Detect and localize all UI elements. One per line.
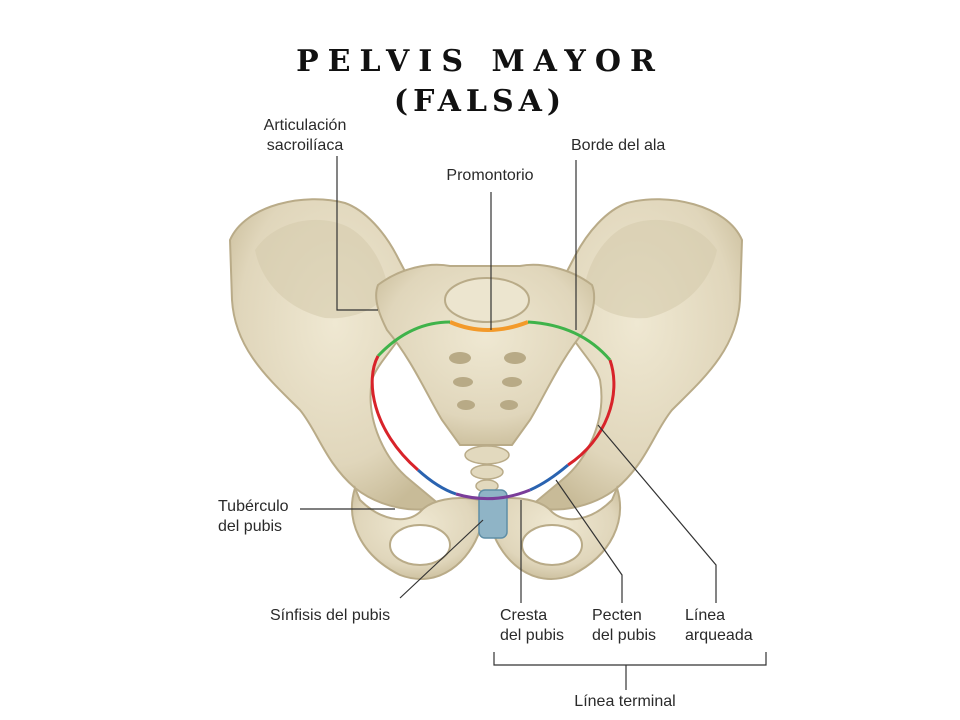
pubic-crest-line bbox=[455, 488, 531, 501]
promontory-line bbox=[449, 320, 529, 332]
left-arcuate-line bbox=[370, 355, 419, 472]
page-subtitle: (FALSA) bbox=[393, 84, 567, 119]
label-sacroiliac-joint-1: Articulación bbox=[263, 117, 347, 134]
right-ala-line bbox=[527, 320, 612, 361]
leader-lines bbox=[300, 156, 767, 690]
sacrum bbox=[375, 263, 596, 446]
label-pubic-crest-2: del pubis bbox=[500, 627, 565, 644]
right-pecten-line bbox=[529, 463, 569, 492]
right-arcuate-line bbox=[567, 359, 616, 467]
label-pubic-crest-1: Cresta bbox=[500, 607, 548, 624]
label-promontory: Promontorio bbox=[446, 167, 534, 184]
label-pubic-symphysis: Sínfisis del pubis bbox=[270, 607, 391, 624]
left-pecten-line bbox=[416, 468, 457, 496]
pubic-symphysis-mark bbox=[478, 489, 508, 539]
left-ala-line bbox=[376, 320, 451, 358]
page-title: PELVIS MAYOR bbox=[296, 44, 664, 79]
label-sacroiliac-joint-2: sacroilíaca bbox=[266, 137, 344, 154]
label-pecten-1: Pecten bbox=[592, 607, 642, 624]
label-terminal-line: Línea terminal bbox=[574, 693, 676, 710]
right-obturator-foramen bbox=[521, 524, 583, 566]
label-pecten-2: del pubis bbox=[592, 627, 657, 644]
label-arcuate-line-2: arqueada bbox=[685, 627, 753, 644]
label-ala-border: Borde del ala bbox=[571, 137, 666, 154]
label-pubic-tubercle-1: Tubérculo bbox=[218, 498, 289, 515]
label-arcuate-line-1: Línea bbox=[685, 607, 726, 624]
left-obturator-foramen bbox=[389, 524, 451, 566]
label-pubic-tubercle-2: del pubis bbox=[218, 518, 283, 535]
